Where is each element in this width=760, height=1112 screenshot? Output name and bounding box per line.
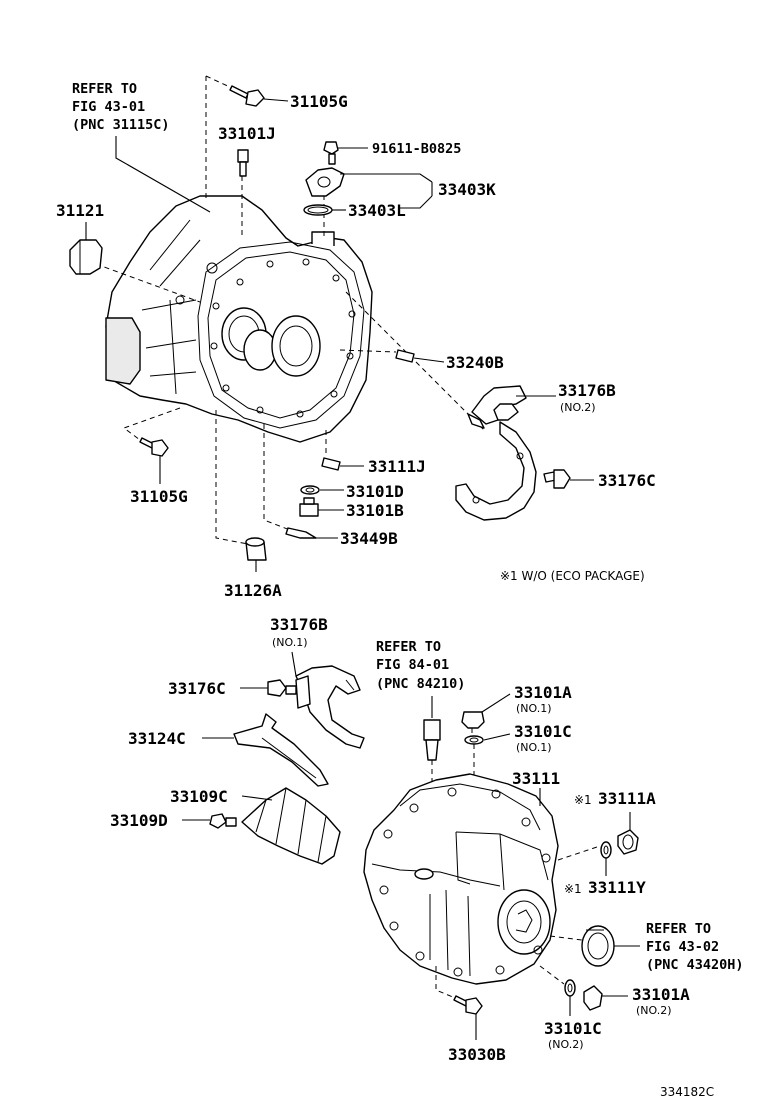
label-33176b-bottom-sub: (NO.1) <box>272 636 308 649</box>
plug-33101a-no1 <box>461 693 511 736</box>
washer-33101c-no2 <box>539 965 576 1016</box>
label-33101a-bottom: 33101A <box>632 985 690 1004</box>
label-33101c-bottom-sub: (NO.2) <box>548 1038 584 1051</box>
bolt-31105g-top <box>229 85 289 107</box>
svg-text:REFER TO: REFER TO <box>376 639 441 655</box>
bolt-91611-b0825 <box>323 141 368 165</box>
label-33240b: 33240B <box>446 353 504 372</box>
label-33403l: 33403L <box>348 201 406 220</box>
svg-text:(PNC 43420H): (PNC 43420H) <box>646 957 744 973</box>
label-33124c: 33124C <box>128 729 186 748</box>
label-33111: 33111 <box>512 769 560 788</box>
bolt-33109d <box>182 813 237 829</box>
plug-33111a <box>617 812 639 855</box>
transaxle-housing <box>105 195 373 443</box>
label-33109d: 33109D <box>110 811 168 830</box>
label-33101a-top-sub: (NO.1) <box>516 702 552 715</box>
label-33449b: 33449B <box>340 529 398 548</box>
washer-33101d <box>300 485 344 495</box>
ref-fig-43-02: REFER TO FIG 43-02 (PNC 43420H) <box>646 921 744 973</box>
label-33101a-bottom-sub: (NO.2) <box>636 1004 672 1017</box>
plate-33124c <box>202 713 329 787</box>
svg-text:REFER TO: REFER TO <box>72 81 137 97</box>
speed-sensor <box>423 719 441 866</box>
label-33109c: 33109C <box>170 787 228 806</box>
sensor-33403k <box>305 167 433 209</box>
bushing-31126a <box>245 537 267 572</box>
mount-31121 <box>69 222 103 275</box>
note-eco-package: ※1 W/O (ECO PACKAGE) <box>500 569 645 583</box>
label-33176c-bottom: 33176C <box>168 679 226 698</box>
svg-text:(PNC 84210): (PNC 84210) <box>376 676 465 692</box>
pin-33240b <box>395 349 445 363</box>
bolt-31105g-bottom <box>139 437 169 484</box>
bracket-33176b-no2 <box>467 385 556 429</box>
label-33101c-top-sub: (NO.1) <box>516 741 552 754</box>
label-33176b-bottom: 33176B <box>270 615 328 634</box>
svg-text:FIG 43-01: FIG 43-01 <box>72 99 145 115</box>
ref-fig-84-01: REFER TO FIG 84-01 (PNC 84210) <box>376 639 465 718</box>
label-33111a: 33111A <box>598 789 656 808</box>
label-33101c-top: 33101C <box>514 722 572 741</box>
mark-33111a: ※1 <box>574 793 592 807</box>
label-91611-b0825: 91611-B0825 <box>372 141 461 157</box>
bolt-33176c-bottom <box>240 679 297 697</box>
bracket-33176b-no1 <box>291 651 365 749</box>
top-dashed-lines <box>95 75 487 545</box>
clip-33449b <box>285 527 338 539</box>
figure-code: 334182C <box>660 1085 714 1099</box>
pin-33111j <box>321 457 364 471</box>
label-33111j: 33111J <box>368 457 426 476</box>
gasket-33111y <box>600 841 612 876</box>
dash-33111a <box>557 845 601 861</box>
label-33111y: 33111Y <box>588 878 646 897</box>
bolt-33176c-top <box>543 469 594 489</box>
ref-fig-43-01: REFER TO FIG 43-01 (PNC 31115C) <box>72 81 211 213</box>
label-33176b-top: 33176B <box>558 381 616 400</box>
label-33101j: 33101J <box>218 124 276 143</box>
label-31126a: 31126A <box>224 581 282 600</box>
plug-33101b <box>299 497 344 517</box>
label-33101c-bottom: 33101C <box>544 1019 602 1038</box>
plug-33101a-no2 <box>583 985 628 1011</box>
svg-text:REFER TO: REFER TO <box>646 921 711 937</box>
transmission-case-33111 <box>363 773 559 985</box>
support-bracket-curved <box>455 421 537 521</box>
label-31121: 31121 <box>56 201 104 220</box>
label-33403k: 33403K <box>438 180 496 199</box>
plug-33101j <box>237 149 249 177</box>
svg-text:FIG 43-02: FIG 43-02 <box>646 939 719 955</box>
label-31105g-bottom: 31105G <box>130 487 188 506</box>
label-33176c-top: 33176C <box>598 471 656 490</box>
bolt-33030b <box>435 966 483 1040</box>
oil-seal <box>549 925 640 967</box>
svg-text:FIG 84-01: FIG 84-01 <box>376 657 449 673</box>
label-33030b: 33030B <box>448 1045 506 1064</box>
o-ring-33403l <box>303 204 346 216</box>
label-33176b-top-sub: (NO.2) <box>560 401 596 414</box>
label-33101d: 33101D <box>346 482 404 501</box>
label-33101b: 33101B <box>346 501 404 520</box>
cover-33109c <box>241 787 341 865</box>
label-31105g-top: 31105G <box>290 92 348 111</box>
label-33101a-top: 33101A <box>514 683 572 702</box>
mark-33111y: ※1 <box>564 882 582 896</box>
svg-text:(PNC 31115C): (PNC 31115C) <box>72 117 170 133</box>
